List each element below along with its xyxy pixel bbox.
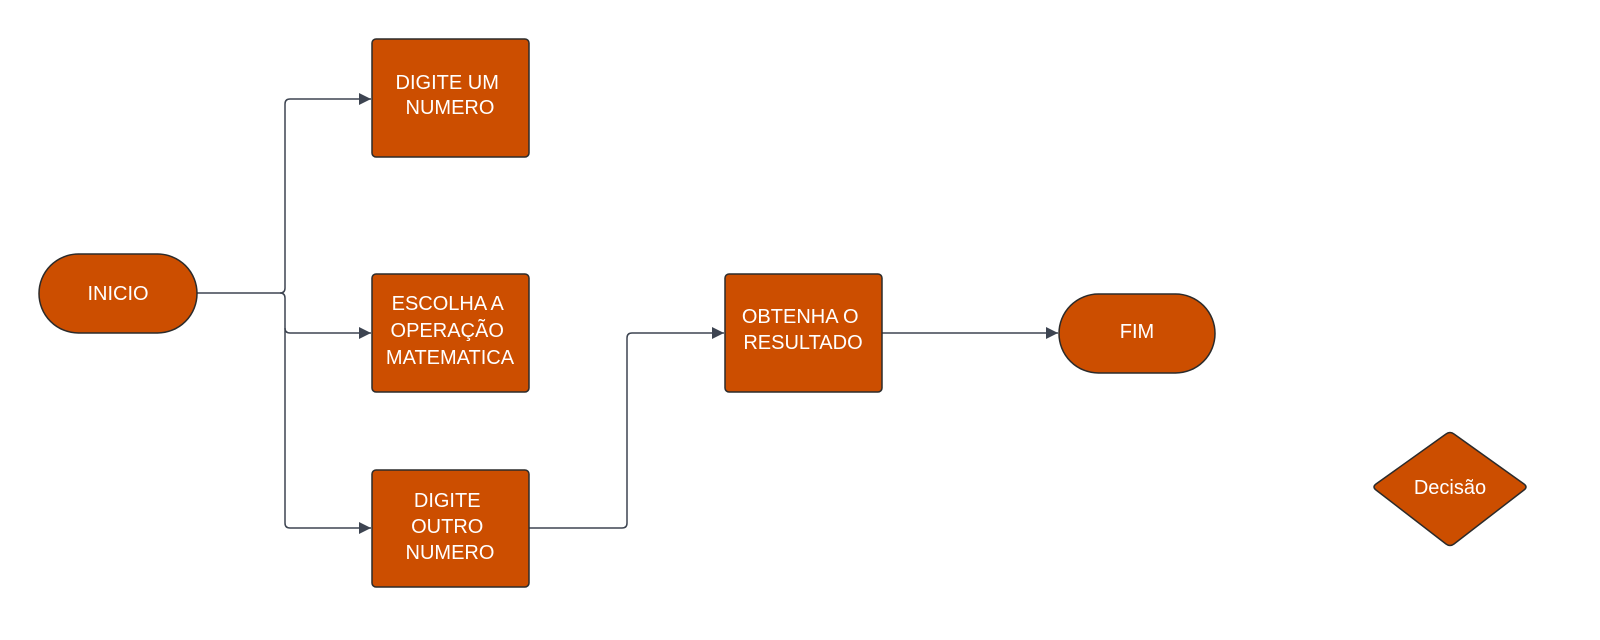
node-label-line: DIGITE (414, 490, 481, 512)
node-digite-outro-numero[interactable]: DIGITE OUTRO NUMERO (371, 469, 530, 588)
node-label-line: INICIO (87, 283, 148, 305)
process-shape (371, 38, 530, 158)
node-label-line: RESULTADO (743, 332, 862, 354)
node-label: Decisão (1414, 477, 1486, 499)
node-inicio[interactable]: INICIO (38, 253, 198, 334)
node-fim[interactable]: FIM (1058, 293, 1216, 374)
node-obtenha-resultado[interactable]: OBTENHA O RESULTADO (724, 273, 883, 393)
node-digite-um-numero[interactable]: DIGITE UM NUMERO (371, 38, 530, 158)
edge-inicio-to-escolha-operacao (279, 292, 371, 339)
nodes: INICIO DIGITE UM NUMERO ESCOLHA A OPERAÇ… (38, 38, 1527, 588)
node-label-line: NUMERO (406, 97, 495, 119)
node-decisao[interactable]: Decisão (1373, 431, 1527, 547)
edge-inicio-to-digite-um-numero (197, 93, 371, 294)
node-label: DIGITE OUTRO NUMERO (406, 490, 495, 564)
node-label-line: Decisão (1414, 477, 1486, 499)
node-label-line: ESCOLHA A (392, 293, 505, 315)
node-label-line: MATEMATICA (386, 347, 515, 369)
terminal-shape (1058, 293, 1216, 374)
node-label-line: OBTENHA O (742, 306, 859, 328)
edge-inicio-to-digite-outro-numero (284, 328, 371, 534)
decision-shape (1373, 431, 1527, 547)
process-shape (724, 273, 883, 393)
node-label: FIM (1120, 321, 1154, 343)
process-shape (371, 273, 530, 393)
node-label: OBTENHA O RESULTADO (742, 306, 864, 354)
node-label-line: FIM (1120, 321, 1154, 343)
node-label-line: OUTRO (411, 516, 483, 538)
terminal-shape (38, 253, 198, 334)
node-label-line: DIGITE UM (396, 72, 499, 94)
node-escolha-operacao[interactable]: ESCOLHA A OPERAÇÃO MATEMATICA (371, 273, 530, 393)
node-label-line: NUMERO (406, 542, 495, 564)
node-label-line: OPERAÇÃO (391, 318, 504, 342)
connectors (197, 93, 1058, 534)
node-label: INICIO (87, 283, 148, 305)
node-label: DIGITE UM NUMERO (396, 72, 505, 119)
node-label: ESCOLHA A OPERAÇÃO MATEMATICA (386, 293, 515, 369)
edge-digite-outro-numero-to-obtenha-resultado (529, 327, 724, 529)
process-shape (371, 469, 530, 588)
